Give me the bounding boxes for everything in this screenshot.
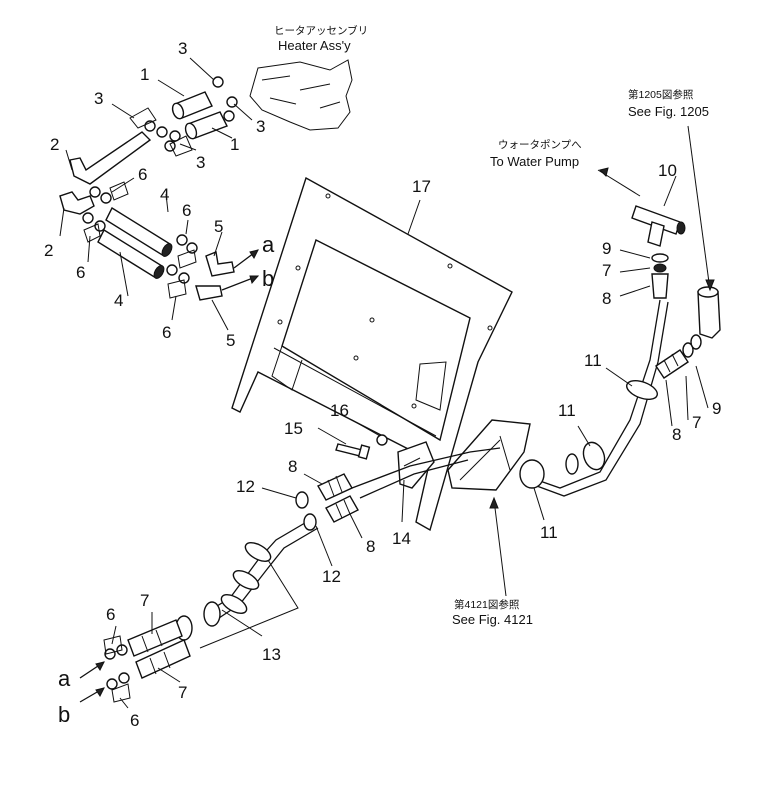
clamps-12 <box>295 491 317 531</box>
callout-7-pump: 7 <box>602 261 611 280</box>
callout-11-a: 11 <box>584 351 602 370</box>
callout-15: 15 <box>284 419 303 438</box>
heater-unit-4121 <box>447 419 531 491</box>
hose-5-bottom <box>195 285 223 301</box>
callout-8-right: 8 <box>672 425 681 444</box>
callout-6-upper-left: 6 <box>76 263 85 282</box>
hose-1-bottom <box>184 111 228 140</box>
hose-8-right <box>655 334 702 379</box>
callout-8-pump: 8 <box>602 289 611 308</box>
callout-7-lower-bottom: 7 <box>178 683 187 702</box>
fitting-1205 <box>697 286 721 339</box>
callout-7-lower-top: 7 <box>140 591 149 610</box>
clamps-6-lower <box>103 635 131 703</box>
callout-5-bottom: 5 <box>226 331 235 350</box>
callout-12-bottom: 12 <box>322 567 341 586</box>
callout-13: 13 <box>262 645 281 664</box>
callout-9-right: 9 <box>712 399 721 418</box>
fig1205-ref-en: See Fig. 1205 <box>628 104 709 119</box>
callout-11-c: 11 <box>540 523 558 542</box>
hoses-7-lower <box>127 619 191 679</box>
callout-6-lower-bottom: 6 <box>130 711 139 730</box>
fig4121-ref-en: See Fig. 4121 <box>452 612 533 627</box>
heater-ref-en: Heater Ass'y <box>278 38 351 53</box>
callout-3-a: 3 <box>178 39 187 58</box>
callout-3-b: 3 <box>94 89 103 108</box>
callout-6-upper-bottom: 6 <box>162 323 171 342</box>
fig1205-ref-jp: 第1205図参照 <box>628 88 694 101</box>
panel-17 <box>231 176 513 532</box>
callout-3-c: 3 <box>256 117 265 136</box>
callout-6-upper-top: 6 <box>138 165 147 184</box>
callout-1-bottom: 1 <box>230 135 239 154</box>
hoses-8-middle <box>317 473 359 523</box>
connector-arrows-upper <box>221 249 260 291</box>
elbow-2-top <box>69 131 152 185</box>
callout-7-right: 7 <box>692 413 701 432</box>
callout-11-b: 11 <box>558 401 576 420</box>
hose-4-bottom <box>97 229 165 279</box>
elbow-2-bottom <box>59 191 95 215</box>
connector-arrows-lower <box>79 661 105 703</box>
connector-b-upper: b <box>262 266 274 291</box>
callout-8-mid-top: 8 <box>288 457 297 476</box>
heater-assembly <box>249 59 353 131</box>
heater-ref-jp: ヒータアッセンブリ <box>274 24 368 37</box>
clamps-3 <box>129 76 238 157</box>
callout-5-top: 5 <box>214 217 223 236</box>
callout-8-mid-bottom: 8 <box>366 537 375 556</box>
callout-1-top: 1 <box>140 65 149 84</box>
grommets-11 <box>519 380 658 489</box>
callout-6-lower-top: 6 <box>106 605 115 624</box>
connector-a-lower: a <box>58 666 71 691</box>
callout-9-pump: 9 <box>602 239 611 258</box>
callout-10: 10 <box>658 161 677 180</box>
hose-5-top <box>205 251 235 277</box>
callout-4-top: 4 <box>160 185 169 204</box>
washer-16 <box>376 434 388 446</box>
callout-17: 17 <box>412 177 431 196</box>
clamps-6-upper <box>82 181 198 299</box>
hose-4-top <box>105 207 173 257</box>
callout-14: 14 <box>392 529 411 548</box>
pump-parts-9-7-8 <box>651 253 669 299</box>
hose-1-top <box>171 91 213 120</box>
leader-lines <box>59 57 715 709</box>
callout-12-top: 12 <box>236 477 255 496</box>
callout-4-bottom: 4 <box>114 291 123 310</box>
valve-10 <box>631 205 686 247</box>
connector-a-upper: a <box>262 232 275 257</box>
bolt-15 <box>335 443 371 460</box>
grommets-13 <box>175 542 272 641</box>
callout-16: 16 <box>330 401 349 420</box>
callout-2-bottom: 2 <box>44 241 53 260</box>
connector-b-lower: b <box>58 702 70 727</box>
callout-3-d: 3 <box>196 153 205 172</box>
water-pump-ref-en: To Water Pump <box>490 154 579 169</box>
fig4121-ref-jp: 第4121図参照 <box>454 598 520 611</box>
water-pump-ref-jp: ウォータポンプへ <box>498 139 582 151</box>
callout-6-upper-right: 6 <box>182 201 191 220</box>
callout-2-top: 2 <box>50 135 59 154</box>
